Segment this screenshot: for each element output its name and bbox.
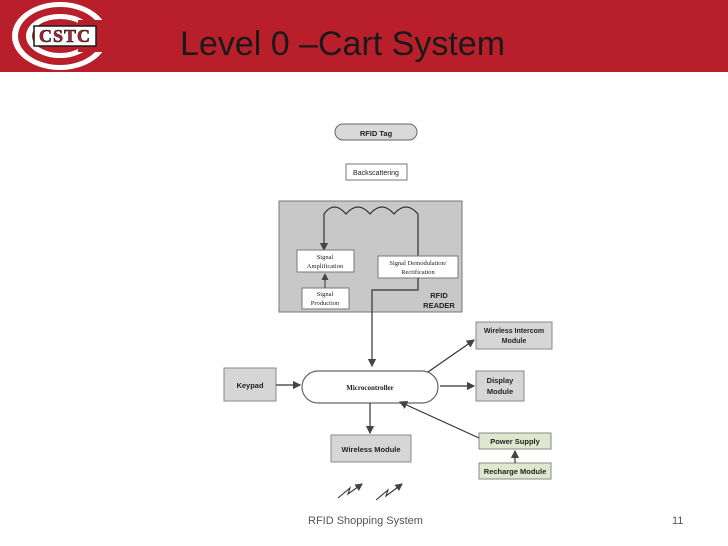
- microcontroller-label: Microcontroller: [346, 384, 394, 392]
- display-module-box: [475, 370, 525, 402]
- rfid-reader-label-1: RFID: [430, 291, 448, 300]
- wireless-module-label: Wireless Module: [341, 445, 400, 454]
- wireless-signal-right: [375, 483, 403, 501]
- power-supply-box: [478, 432, 552, 450]
- rfid-tag-label: RFID Tag: [360, 129, 393, 138]
- display-module-label-1: Display: [487, 376, 515, 385]
- wireless-intercom-label-1: Wireless Intercom: [484, 328, 544, 335]
- keypad-box: [223, 367, 277, 402]
- power-supply-label: Power Supply: [490, 437, 540, 446]
- backscattering-box: [345, 163, 408, 181]
- signal-amplification-label-2: Amplification: [307, 263, 344, 270]
- signal-amplification-box: [296, 249, 355, 273]
- backscattering-label: Backscattering: [353, 170, 399, 177]
- slide-title: Level 0 –Cart System: [180, 25, 506, 63]
- header-bar: [0, 0, 728, 72]
- wireless-signal-left: [337, 483, 363, 499]
- signal-demodulation-label-2: Rectification: [401, 269, 435, 276]
- school-logo: CSTC: [12, 2, 112, 70]
- display-module-label-2: Module: [487, 387, 513, 396]
- signal-demodulation-label-1: Signal Demodulation/: [389, 260, 446, 267]
- rfid-reader-label-2: READER: [423, 301, 455, 310]
- page-number: 11: [672, 515, 684, 527]
- signal-production-label-1: Signal: [317, 291, 334, 298]
- svg-text:CSTC: CSTC: [39, 26, 91, 46]
- antenna-coil: [323, 206, 419, 256]
- footer-title: RFID Shopping System: [308, 515, 423, 527]
- wireless-intercom-label-2: Module: [502, 338, 527, 345]
- wireless-intercom-box: [475, 321, 553, 350]
- wireless-module-box: [330, 434, 412, 463]
- recharge-module-label: Recharge Module: [484, 467, 547, 476]
- signal-production-label-2: Production: [311, 300, 340, 307]
- rfid-tag-box: [334, 123, 418, 141]
- keypad-label: Keypad: [236, 381, 264, 390]
- signal-amplification-label-1: Signal: [317, 254, 334, 261]
